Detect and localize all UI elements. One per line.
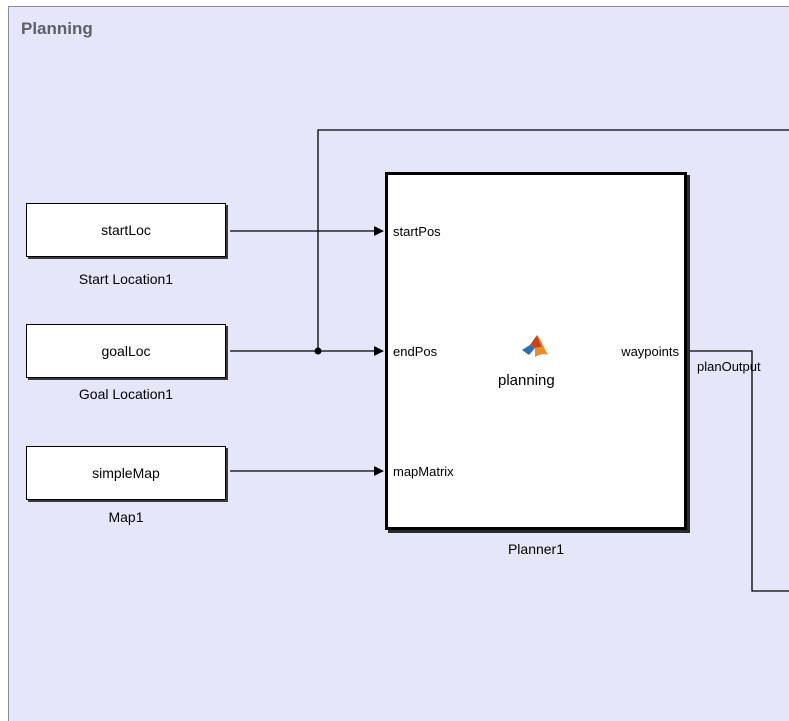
goal-location-value: goalLoc — [101, 343, 151, 359]
planner-function-block[interactable]: startPos endPos mapMatrix waypoints plan… — [385, 172, 687, 530]
input-port-startpos: startPos — [393, 224, 441, 239]
map-block[interactable]: simpleMap — [26, 446, 226, 500]
input-port-mapmatrix: mapMatrix — [393, 464, 454, 479]
start-location-block[interactable]: startLoc — [26, 203, 226, 257]
signal-label-planoutput: planOutput — [697, 359, 761, 374]
map-value: simpleMap — [92, 465, 160, 481]
input-port-endpos: endPos — [393, 344, 438, 359]
area-title: Planning — [21, 19, 93, 38]
start-location-value: startLoc — [101, 222, 151, 238]
function-name: planning — [498, 372, 555, 389]
goal-location-block[interactable]: goalLoc — [26, 324, 226, 378]
matlab-logo-icon — [522, 335, 548, 357]
branch-point — [314, 347, 322, 355]
wire-waypoints-output[interactable] — [688, 350, 789, 592]
goal-location-name: Goal Location1 — [78, 386, 174, 402]
output-port-waypoints: waypoints — [621, 344, 679, 359]
start-location-name: Start Location1 — [78, 271, 174, 287]
wire-goalloc-branch[interactable] — [317, 129, 789, 351]
map-name: Map1 — [108, 509, 144, 525]
planner-name: Planner1 — [507, 541, 565, 557]
